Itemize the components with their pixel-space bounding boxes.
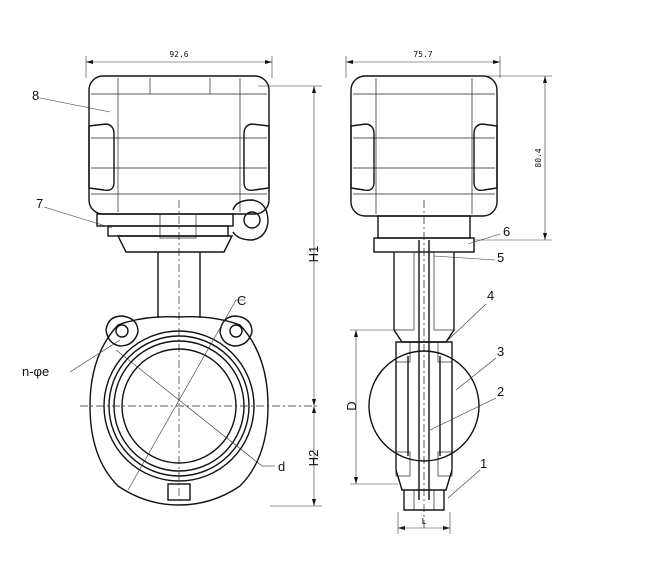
callout-5: 5 bbox=[497, 250, 504, 265]
side-view bbox=[350, 75, 498, 528]
side-top-flange bbox=[373, 237, 475, 253]
label-c: C bbox=[237, 293, 246, 308]
dim-l: L bbox=[422, 517, 427, 526]
dim-h2: H2 bbox=[306, 450, 321, 467]
dim-h1: H1 bbox=[306, 246, 321, 263]
dim-width-side: 75.7 bbox=[413, 50, 432, 59]
dim-d-large: D bbox=[344, 401, 359, 410]
actuator-base bbox=[96, 213, 234, 227]
front-view bbox=[80, 75, 320, 506]
callout-8: 8 bbox=[32, 88, 39, 103]
bottom-boss bbox=[167, 483, 191, 501]
top-flange bbox=[116, 235, 234, 253]
callout-6: 6 bbox=[503, 224, 510, 239]
side-dimensions: 75.7 80.4 D L bbox=[344, 50, 552, 534]
callout-7: 7 bbox=[36, 196, 43, 211]
label-holes: n-φe bbox=[22, 364, 49, 379]
side-actuator-housing bbox=[350, 75, 498, 217]
right-lug bbox=[219, 315, 253, 347]
left-lug bbox=[105, 315, 139, 347]
callouts: 8 7 6 5 4 3 2 1 bbox=[32, 88, 510, 499]
callout-4: 4 bbox=[487, 288, 494, 303]
right-handle bbox=[243, 123, 270, 192]
label-d-small: d bbox=[278, 459, 285, 474]
dim-width-front: 92.6 bbox=[169, 50, 188, 59]
dim-height-actuator: 80.4 bbox=[534, 148, 543, 167]
mount-ear bbox=[232, 199, 269, 241]
side-left-handle bbox=[350, 123, 375, 192]
callout-1: 1 bbox=[480, 456, 487, 471]
valve-body bbox=[89, 315, 269, 506]
side-right-handle bbox=[473, 123, 498, 192]
callout-2: 2 bbox=[497, 384, 504, 399]
left-handle bbox=[88, 123, 115, 192]
front-actuator-housing bbox=[88, 75, 270, 215]
callout-3: 3 bbox=[497, 344, 504, 359]
front-dimensions: 92.6 H1 H2 C d n-φe bbox=[22, 50, 322, 507]
